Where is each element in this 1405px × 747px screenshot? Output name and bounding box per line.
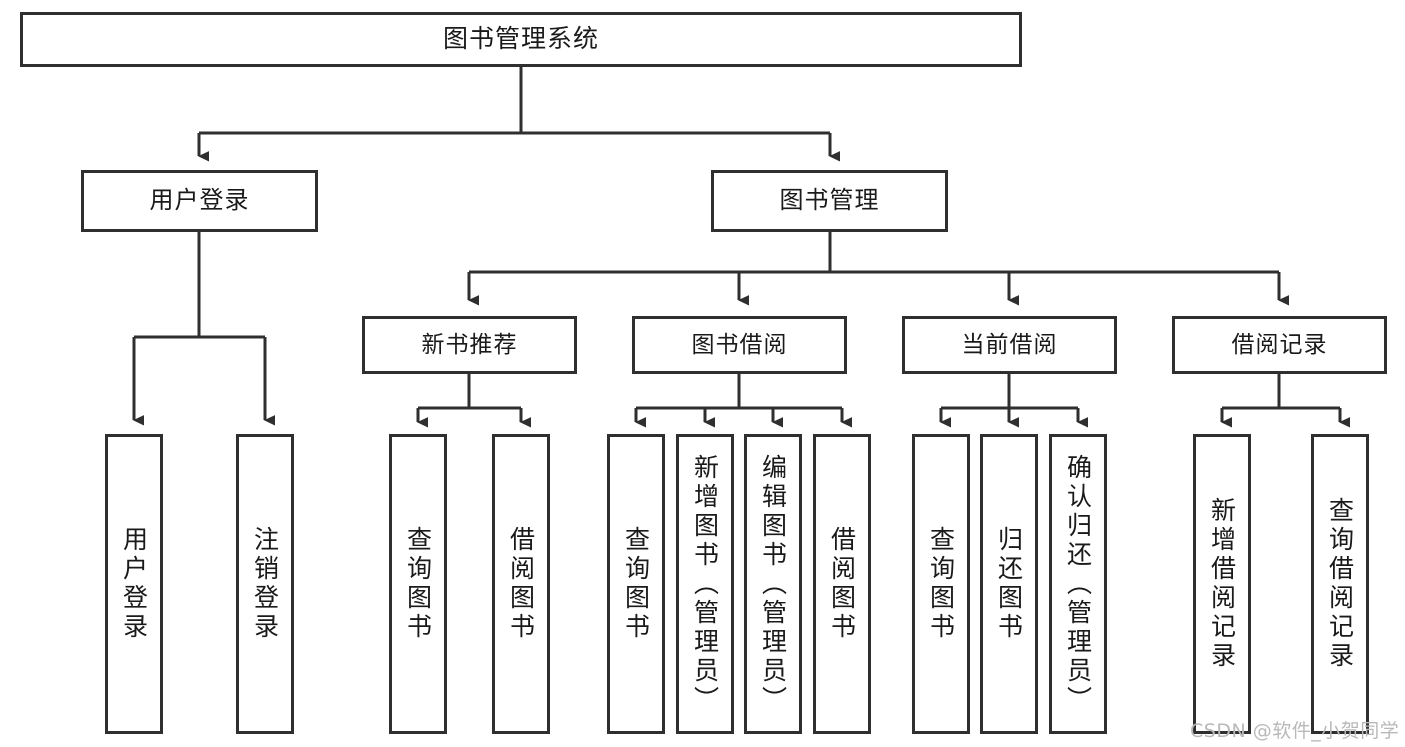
csdn-watermark: CSDN @软件_小贺同学 bbox=[1190, 720, 1400, 742]
leaf-user-login-login[interactable]: 用户登录 bbox=[105, 434, 163, 734]
node-label: 当前借阅 bbox=[961, 331, 1058, 358]
node-current-borrow[interactable]: 当前借阅 bbox=[902, 316, 1117, 374]
leaf-current-return-book[interactable]: 归还图书 bbox=[980, 434, 1038, 734]
node-label: 查询借阅记录 bbox=[1325, 497, 1355, 671]
node-label: 新书推荐 bbox=[421, 331, 518, 358]
node-label: 图书借阅 bbox=[691, 331, 788, 358]
node-user-login[interactable]: 用户登录 bbox=[81, 170, 318, 232]
node-new-book-recommend[interactable]: 新书推荐 bbox=[362, 316, 577, 374]
leaf-record-query-record[interactable]: 查询借阅记录 bbox=[1311, 434, 1369, 734]
node-label: 查询图书 bbox=[926, 526, 956, 642]
node-label: 用户登录 bbox=[119, 526, 149, 642]
node-label: 查询图书 bbox=[621, 526, 651, 642]
node-label: 确认归还（管理员） bbox=[1063, 453, 1093, 715]
node-borrow-record[interactable]: 借阅记录 bbox=[1172, 316, 1387, 374]
leaf-borrow-borrow-book[interactable]: 借阅图书 bbox=[813, 434, 871, 734]
node-label: 编辑图书（管理员） bbox=[758, 453, 788, 715]
leaf-current-confirm-return[interactable]: 确认归还（管理员） bbox=[1049, 434, 1107, 734]
node-label: 注销登录 bbox=[250, 526, 280, 642]
node-label: 借阅图书 bbox=[827, 526, 857, 642]
node-label: 新增图书（管理员） bbox=[690, 453, 720, 715]
leaf-recommend-borrow-book[interactable]: 借阅图书 bbox=[492, 434, 550, 734]
leaf-borrow-query-book[interactable]: 查询图书 bbox=[607, 434, 665, 734]
leaf-borrow-add-book[interactable]: 新增图书（管理员） bbox=[676, 434, 734, 734]
node-book-management[interactable]: 图书管理 bbox=[711, 170, 948, 232]
node-label: 借阅记录 bbox=[1231, 331, 1328, 358]
leaf-borrow-edit-book[interactable]: 编辑图书（管理员） bbox=[744, 434, 802, 734]
node-label: 新增借阅记录 bbox=[1207, 497, 1237, 671]
node-label: 图书管理系统 bbox=[442, 24, 599, 54]
leaf-current-query-book[interactable]: 查询图书 bbox=[912, 434, 970, 734]
node-label: 归还图书 bbox=[994, 526, 1024, 642]
node-label: 查询图书 bbox=[403, 526, 433, 642]
node-label: 图书管理 bbox=[779, 186, 880, 215]
leaf-record-add-record[interactable]: 新增借阅记录 bbox=[1193, 434, 1251, 734]
node-root-system[interactable]: 图书管理系统 bbox=[20, 12, 1022, 67]
leaf-recommend-query-book[interactable]: 查询图书 bbox=[389, 434, 447, 734]
node-label: 用户登录 bbox=[149, 186, 250, 215]
node-label: 借阅图书 bbox=[506, 526, 536, 642]
leaf-user-login-logout[interactable]: 注销登录 bbox=[236, 434, 294, 734]
node-book-borrow[interactable]: 图书借阅 bbox=[632, 316, 847, 374]
